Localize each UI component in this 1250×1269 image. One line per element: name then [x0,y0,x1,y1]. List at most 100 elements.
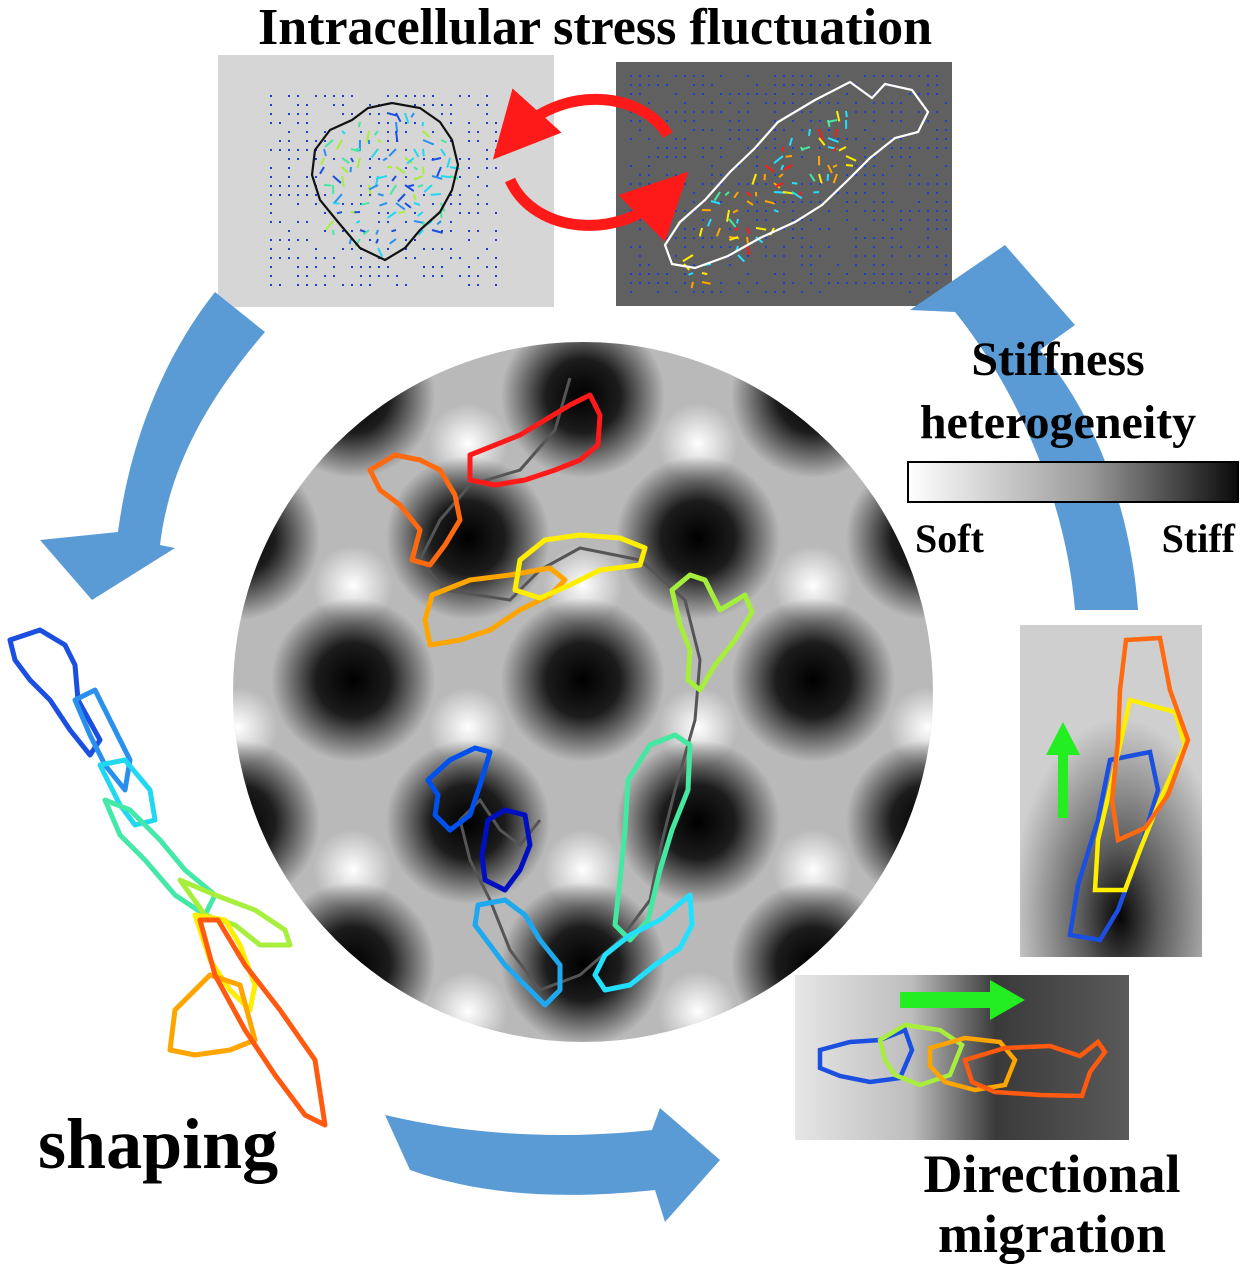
traction-dot [270,266,272,268]
traction-dot [711,84,713,86]
traction-dot [945,147,947,149]
traction-dot [873,75,875,77]
traction-dot [945,210,947,212]
traction-dot [477,257,479,259]
traction-dot [360,185,362,187]
traction-dot [882,210,884,212]
traction-dot [927,237,929,239]
traction-dot [288,239,290,241]
traction-dot [756,84,758,86]
traction-dot [864,165,866,167]
traction-dot [270,239,272,241]
traction-dot [630,84,632,86]
traction-dot [639,246,641,248]
stiff-spot [1076,172,1240,336]
traction-dot [414,95,416,97]
traction-dot [297,194,299,196]
traction-dot [432,275,434,277]
traction-dot [837,138,839,140]
traction-dot [657,75,659,77]
traction-dot [927,291,929,293]
traction-dot [783,246,785,248]
traction-dot [738,93,740,95]
traction-dot [864,75,866,77]
traction-dot [774,273,776,275]
shape-outline-red [200,920,325,1125]
traction-dot [945,120,947,122]
traction-dot [648,138,650,140]
traction-dot [684,120,686,122]
traction-dot [486,248,488,250]
traction-dot [738,282,740,284]
traction-dot [720,156,722,158]
traction-dot [288,131,290,133]
shape-outline-orange [170,975,255,1055]
traction-dot [306,113,308,115]
traction-dot [792,282,794,284]
traction-dot [432,104,434,106]
traction-dot [288,176,290,178]
traction-dot [324,230,326,232]
traction-dot [315,158,317,160]
traction-dot [477,212,479,214]
traction-dot [900,156,902,158]
traction-dot [936,84,938,86]
traction-dot [486,185,488,187]
traction-dot [873,237,875,239]
traction-dot [657,147,659,149]
traction-dot [792,93,794,95]
traction-dot [495,266,497,268]
traction-dot [450,221,452,223]
traction-dot [918,111,920,113]
traction-dot [432,248,434,250]
traction-dot [765,246,767,248]
traction-dot [945,138,947,140]
traction-vector [747,237,748,243]
traction-dot [684,75,686,77]
traction-dot [369,266,371,268]
traction-dot [702,129,704,131]
traction-dot [927,282,929,284]
traction-dot [747,255,749,257]
traction-dot [909,219,911,221]
traction-dot [270,185,272,187]
traction-dot [945,273,947,275]
traction-dot [486,149,488,151]
traction-dot [909,165,911,167]
traction-dot [873,210,875,212]
traction-dot [918,93,920,95]
traction-dot [810,264,812,266]
traction-dot [270,194,272,196]
traction-dot [342,95,344,97]
traction-dot [855,138,857,140]
traction-dot [756,201,758,203]
traction-dot [693,291,695,293]
traction-dot [378,275,380,277]
traction-dot [423,104,425,106]
traction-dot [495,275,497,277]
traction-dot [837,102,839,104]
traction-dot [900,75,902,77]
traction-dot [270,212,272,214]
traction-dot [495,230,497,232]
traction-dot [801,75,803,77]
traction-dot [747,210,749,212]
traction-dot [927,183,929,185]
traction-dot [810,255,812,257]
traction-dot [387,275,389,277]
traction-dot [270,248,272,250]
traction-dot [711,165,713,167]
traction-dot [711,147,713,149]
traction-dot [774,174,776,176]
traction-dot [675,147,677,149]
traction-dot [324,140,326,142]
traction-dot [495,140,497,142]
traction-dot [792,237,794,239]
traction-dot [891,255,893,257]
traction-dot [288,140,290,142]
traction-dot [756,129,758,131]
traction-dot [306,131,308,133]
soft-spot [428,971,508,1051]
traction-dot [693,129,695,131]
traction-dot [657,282,659,284]
